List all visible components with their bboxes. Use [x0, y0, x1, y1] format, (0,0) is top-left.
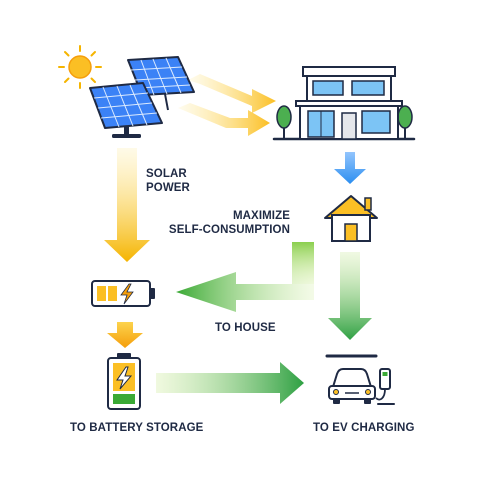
- self-consumption-arrow: [176, 242, 314, 312]
- modern-house-icon: [272, 66, 416, 141]
- ev-car-icon: [328, 368, 376, 404]
- solar-power-label-line2: POWER: [146, 182, 190, 194]
- maximize-self-consumption-label: MAXIMIZE SELF-CONSUMPTION: [169, 209, 290, 237]
- maximize-label-line1: MAXIMIZE: [232, 210, 290, 222]
- battery-to-ev-arrow: [156, 362, 304, 404]
- ev-charging-icon: [325, 354, 395, 405]
- to-battery-storage-label: TO BATTERY STORAGE: [70, 422, 204, 434]
- tree-icon: [397, 105, 413, 138]
- battery-down-arrow: [107, 322, 143, 348]
- house-down-arrow: [334, 152, 366, 184]
- battery-vertical-icon: [107, 353, 141, 410]
- solar-power-label: SOLAR POWER: [146, 167, 190, 195]
- small-house-icon: [324, 195, 378, 242]
- solar-panels-icon: [89, 56, 195, 138]
- house-to-ev-arrow: [328, 252, 372, 340]
- tree-icon: [276, 105, 292, 138]
- solar-power-label-line1: SOLAR: [146, 168, 187, 180]
- to-house-label: TO HOUSE: [215, 322, 276, 334]
- to-ev-charging-label: TO EV CHARGING: [313, 422, 415, 434]
- sun-icon: [58, 45, 102, 89]
- battery-horizontal-icon: [91, 280, 155, 307]
- maximize-label-line2: SELF-CONSUMPTION: [168, 224, 290, 236]
- solar-to-battery-arrow: [104, 148, 150, 262]
- charging-station-icon: [375, 368, 395, 405]
- solar-to-house-arrows: [178, 74, 276, 136]
